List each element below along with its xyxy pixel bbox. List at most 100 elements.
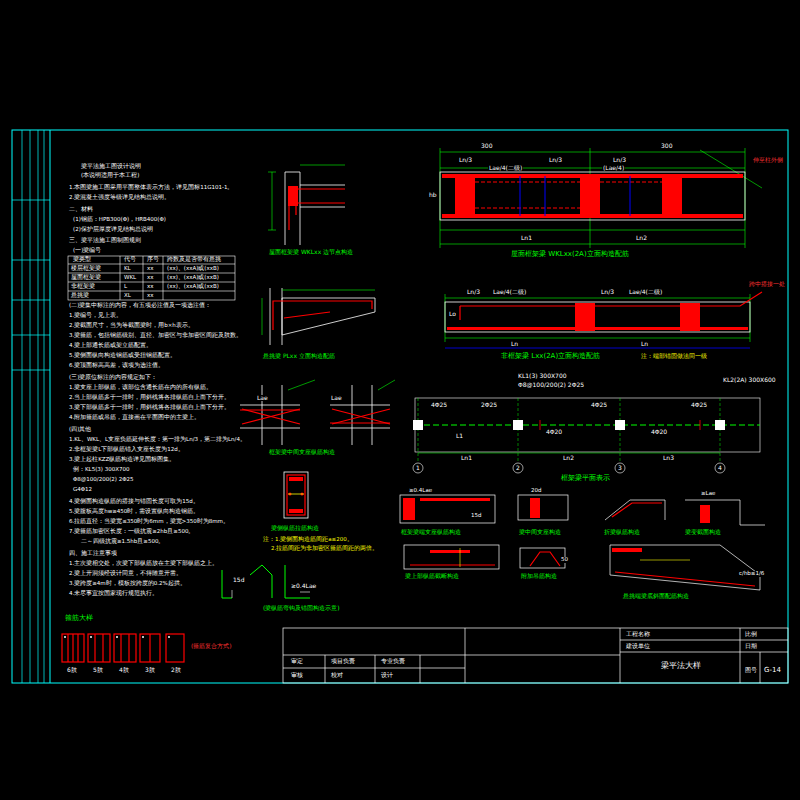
drawing-label: 伸至柱外侧: [752, 157, 784, 163]
drawing-label: (2)保护层厚度详见结构总说明: [72, 227, 154, 233]
drawing-label: (三)梁原位标注的内容规定如下：: [68, 375, 158, 381]
drawing-label: ≥0.4Lae: [290, 583, 317, 589]
drawing-label: XL: [123, 293, 132, 299]
drawing-label: WKL: [123, 275, 137, 281]
drawing-label: 300: [480, 143, 493, 149]
drawing-label: 审定: [290, 658, 304, 664]
drawing-label: 折梁纵筋构造: [603, 529, 641, 535]
drawing-label: 4肢: [118, 667, 130, 673]
drawing-label: 4.梁上部通长筋或架立筋配置。: [68, 343, 153, 349]
drawing-label: 3.梁箍筋，包括钢筋级别、直径、加密区与非加密区间距及肢数。: [68, 333, 243, 339]
drawing-label: 2.梁上开洞须经设计同意，不得随意开凿。: [68, 571, 183, 577]
drawing-label: 梁上部纵筋截断构造: [404, 573, 460, 579]
drawing-label: (Lae/4): [602, 165, 625, 171]
drawing-label: 6.梁顶面标高高差，该项为选注值。: [68, 363, 165, 369]
drawing-label: 4.附加箍筋或吊筋，直接画在平面图中的主梁上。: [68, 415, 201, 421]
drawing-label: G-14: [763, 667, 782, 674]
drawing-label: 4Φ20: [545, 429, 563, 435]
drawing-label: 4.梁侧面构造纵筋的搭接与锚固长度可取为15d。: [68, 499, 200, 505]
drawing-label: 工程名称: [625, 631, 651, 637]
drawing-label: 50: [560, 557, 569, 563]
drawing-label: 屋面框架梁 WKLxx 边节点构造: [268, 249, 354, 255]
drawing-label: 1.KL、WKL、L支座负筋延伸长度：第一排为Ln/3，第二排为Ln/4。: [68, 437, 247, 443]
drawing-label: (二)梁集中标注的内容，有五项必注值及一项选注值：: [68, 303, 212, 309]
drawing-label: 图号: [744, 667, 758, 673]
drawing-label: Lae/4(二级): [488, 165, 523, 171]
drawing-label: 二～四级抗震≥1.5hb且≥500。: [80, 539, 165, 545]
drawing-label: 3: [617, 465, 623, 471]
drawing-label: 2肢: [170, 667, 182, 673]
drawing-label: (梁纵筋弯钩及锚固构造示意): [262, 605, 341, 611]
drawing-label: 4Φ25: [430, 402, 448, 408]
drawing-label: 3肢: [144, 667, 156, 673]
drawing-label: 悬挑梁: [70, 293, 90, 299]
drawing-label: 日期: [744, 643, 758, 649]
drawing-label: Ln1: [460, 455, 473, 461]
drawing-label: xx: [146, 284, 155, 290]
drawing-label: 屋面框架梁 WKLxx(2A)立面构造配筋: [510, 251, 630, 258]
drawing-label: 项目负责: [330, 658, 356, 664]
drawing-label: (xx)、(xxA)或(xxB): [166, 275, 220, 281]
drawing-label: 审核: [290, 672, 304, 678]
drawing-label: 4Φ20: [650, 429, 668, 435]
drawing-label: (四)其他: [68, 427, 92, 433]
drawing-label: 比例: [744, 631, 758, 637]
drawing-label: Lae/4(二级): [492, 289, 527, 295]
drawing-label: L1: [455, 433, 464, 439]
drawing-label: (箍筋复合方式): [190, 643, 233, 649]
drawing-label: 7.梁箍筋加密区长度：一级抗震≥2hb且≥500。: [68, 529, 195, 535]
drawing-label: 跨中搭接一处: [748, 281, 786, 287]
drawing-label: xx: [146, 293, 155, 299]
drawing-label: 梁平法大样: [660, 662, 702, 670]
drawing-label: 附加吊筋构造: [520, 573, 558, 579]
drawing-label: 梁类型: [72, 257, 92, 263]
drawing-label: (xx)、(xxA)或(xxB): [166, 284, 220, 290]
drawing-label: 梁中间支座构造: [518, 529, 562, 535]
drawing-label: (本说明适用于本工程): [80, 173, 140, 179]
drawing-label: Lo: [448, 311, 457, 317]
drawing-label: Φ8@100/200(2) 2Φ25: [72, 477, 135, 483]
drawing-label: 例：KL5(3) 300X700: [72, 467, 130, 473]
drawing-label: xx: [146, 275, 155, 281]
drawing-label: ≥0.4Lae: [408, 488, 433, 494]
drawing-label: Lae: [256, 395, 269, 401]
drawing-label: Ln: [510, 341, 519, 347]
drawing-label: Ln/3: [548, 157, 563, 163]
drawing-label: 2.当上部纵筋多于一排时，用斜线将各排纵筋自上而下分开。: [68, 395, 231, 401]
drawing-label: 梁变截面构造: [684, 529, 722, 535]
drawing-label: KL1(3) 300X700: [517, 373, 568, 379]
drawing-label: 序号: [146, 257, 160, 263]
drawing-label: KL2(2A) 300X600: [722, 377, 777, 383]
drawing-label: Ln/3: [466, 289, 481, 295]
drawing-label: 15d: [232, 577, 245, 583]
drawing-label: 20d: [530, 488, 543, 494]
drawing-label: G4Φ12: [72, 487, 93, 493]
drawing-label: Ln/3: [612, 157, 627, 163]
drawing-title: 梁平法施工图设计说明: [80, 163, 142, 169]
drawing-label: 建设单位: [625, 643, 651, 649]
drawing-label: 1.梁支座上部纵筋，该部位含通长筋在内的所有纵筋。: [68, 385, 213, 391]
drawing-label: Ln/3: [600, 289, 615, 295]
drawing-label: 框架梁平面表示: [560, 475, 611, 482]
drawing-label: 注：1.梁侧面构造筋间距a≤200。: [262, 537, 354, 543]
drawing-label: 框架梁中间支座纵筋构造: [268, 449, 336, 455]
drawing-label: 4.未尽事宜按国家现行规范执行。: [68, 591, 159, 597]
drawing-label: 6肢: [66, 667, 78, 673]
drawing-label: Lae/4(二级): [628, 289, 663, 295]
drawing-label: 2Φ25: [480, 402, 498, 408]
drawing-label: 1: [415, 465, 421, 471]
drawing-label: xx: [146, 266, 155, 272]
drawing-label: 楼层框架梁: [70, 266, 102, 272]
drawing-label: 1.梁编号，见上表。: [68, 313, 123, 319]
drawing-label: 4Φ25: [690, 402, 708, 408]
drawing-label: Ln: [640, 341, 649, 347]
drawing-label: 1.主次梁相交处，次梁下部纵筋放在主梁下部纵筋之上。: [68, 561, 219, 567]
drawing-label: L: [123, 284, 128, 290]
drawing-label: 2.非框架梁L下部纵筋锚入支座长度为12d。: [68, 447, 185, 453]
drawing-label: 6.拉筋直径：当梁宽≤350时为6mm，梁宽>350时为8mm。: [68, 519, 230, 525]
drawing-label: 2.梁混凝土强度等级详见结构总说明。: [68, 195, 171, 201]
drawing-label: 代号: [123, 257, 137, 263]
drawing-label: Φ8@100/200(2) 2Φ25: [517, 382, 585, 388]
drawing-label: 悬挑端梁底斜面配筋构造: [622, 593, 690, 599]
